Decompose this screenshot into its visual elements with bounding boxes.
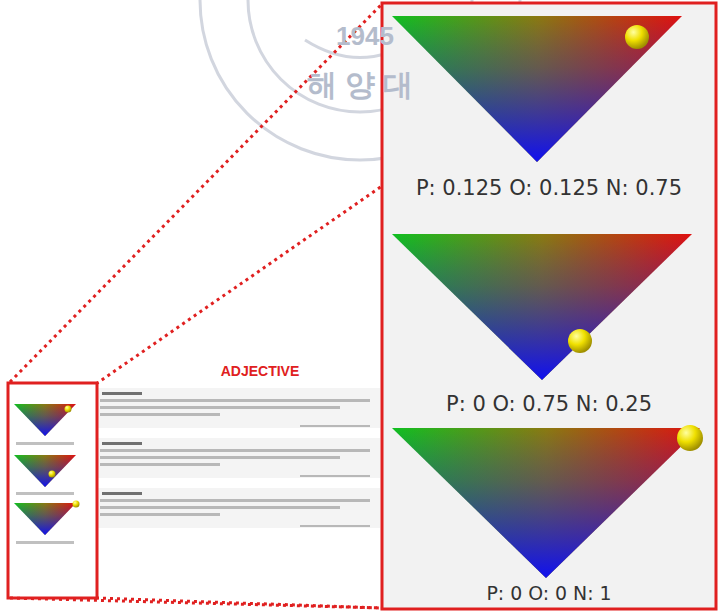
zoom-frame — [382, 3, 716, 609]
marker-ball — [625, 25, 649, 49]
triangle-caption: P: 0 O: 0.75 N: 0.25 — [390, 392, 708, 416]
color-triangle — [392, 428, 700, 578]
triangle-caption: P: 0.125 O: 0.125 N: 0.75 — [390, 176, 708, 200]
thumbnail-page — [14, 388, 380, 544]
color-triangle — [392, 234, 692, 380]
watermark-text: 1945 — [325, 22, 405, 52]
color-triangle — [392, 16, 682, 162]
watermark-text: 해 양 대 — [290, 68, 430, 103]
marker-ball — [677, 425, 703, 451]
thumbnail-frame — [8, 383, 97, 598]
triangle-caption: P: 0 O: 0 N: 1 — [390, 583, 708, 605]
marker-ball — [568, 329, 592, 353]
section-heading: ADJECTIVE — [200, 363, 320, 379]
